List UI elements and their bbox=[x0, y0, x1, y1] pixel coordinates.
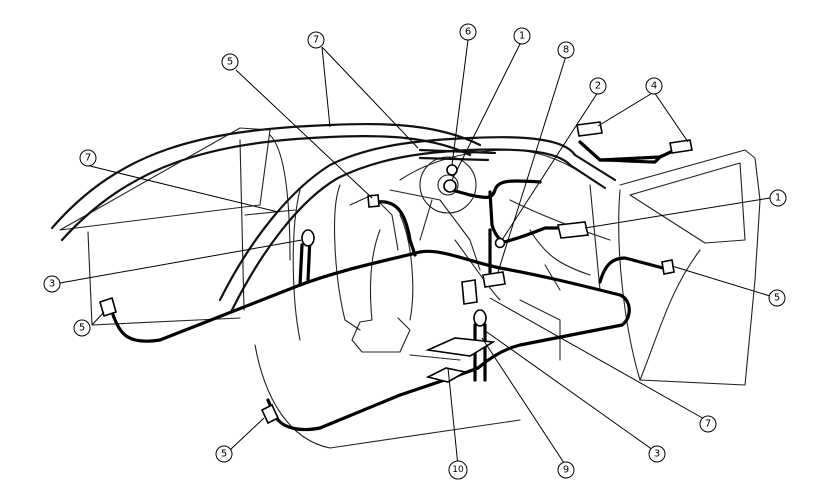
connector-front-door bbox=[661, 259, 675, 275]
callout-5-pillar: 5 bbox=[221, 53, 239, 71]
callout-4: 4 bbox=[645, 77, 663, 95]
spiral-cable bbox=[443, 179, 457, 193]
svg-text:4: 4 bbox=[651, 81, 657, 92]
front-sensor-left bbox=[576, 121, 603, 137]
roof-rails bbox=[50, 122, 617, 312]
front-sensor-right bbox=[669, 139, 693, 154]
connector-rear-left bbox=[99, 296, 117, 318]
svg-text:5: 5 bbox=[221, 449, 227, 460]
callout-7-center: 7 bbox=[699, 415, 717, 433]
components bbox=[99, 121, 693, 425]
callout-6: 6 bbox=[459, 23, 477, 41]
callout-2: 2 bbox=[589, 77, 607, 95]
callout-8: 8 bbox=[557, 41, 575, 59]
svg-text:3: 3 bbox=[49, 279, 55, 290]
floor-plate-upper bbox=[425, 337, 496, 357]
svg-text:1: 1 bbox=[775, 193, 781, 204]
svg-text:7: 7 bbox=[85, 153, 91, 164]
car-body-outline bbox=[59, 127, 761, 449]
svg-text:5: 5 bbox=[79, 323, 85, 334]
callout-1-passenger: 1 bbox=[769, 189, 787, 207]
svg-text:7: 7 bbox=[313, 35, 319, 46]
connector-center-pillar bbox=[367, 194, 380, 208]
connector-ring bbox=[494, 237, 506, 249]
callout-5-floor: 5 bbox=[215, 445, 233, 463]
callout-5-front-door: 5 bbox=[768, 289, 786, 307]
connector-floor-rear bbox=[260, 403, 280, 425]
svg-text:5: 5 bbox=[227, 57, 233, 68]
floor-plate-lower bbox=[425, 367, 468, 383]
side-sensor-center bbox=[473, 309, 487, 327]
callout-7-roof: 7 bbox=[307, 31, 325, 49]
steering-wheel bbox=[419, 156, 477, 214]
callout-9: 9 bbox=[557, 461, 575, 479]
svg-text:7: 7 bbox=[705, 419, 711, 430]
callout-1-steering: 1 bbox=[513, 27, 531, 45]
callout-10: 10 bbox=[448, 460, 468, 480]
leader-lines bbox=[59, 39, 771, 467]
svg-text:5: 5 bbox=[774, 293, 780, 304]
svg-text:10: 10 bbox=[452, 465, 464, 475]
svg-text:2: 2 bbox=[595, 81, 601, 92]
callout-3-center: 3 bbox=[648, 445, 666, 463]
passenger-airbag-module bbox=[557, 221, 589, 239]
callout-5-rear-left: 5 bbox=[73, 319, 91, 337]
side-sensor-left bbox=[301, 229, 315, 247]
callout-labels: 1 1 2 3 3 4 5 5 5 5 6 7 7 7 8 9 10 bbox=[43, 23, 787, 480]
svg-text:1: 1 bbox=[519, 31, 525, 42]
svg-text:3: 3 bbox=[654, 449, 660, 460]
callout-3-left: 3 bbox=[43, 275, 61, 293]
svg-text:8: 8 bbox=[563, 45, 569, 56]
callout-7-rear: 7 bbox=[79, 149, 97, 167]
airbag-control-unit bbox=[482, 271, 506, 288]
pillar-sensor-box bbox=[461, 279, 478, 305]
svg-text:6: 6 bbox=[465, 27, 471, 38]
svg-text:9: 9 bbox=[563, 465, 569, 476]
